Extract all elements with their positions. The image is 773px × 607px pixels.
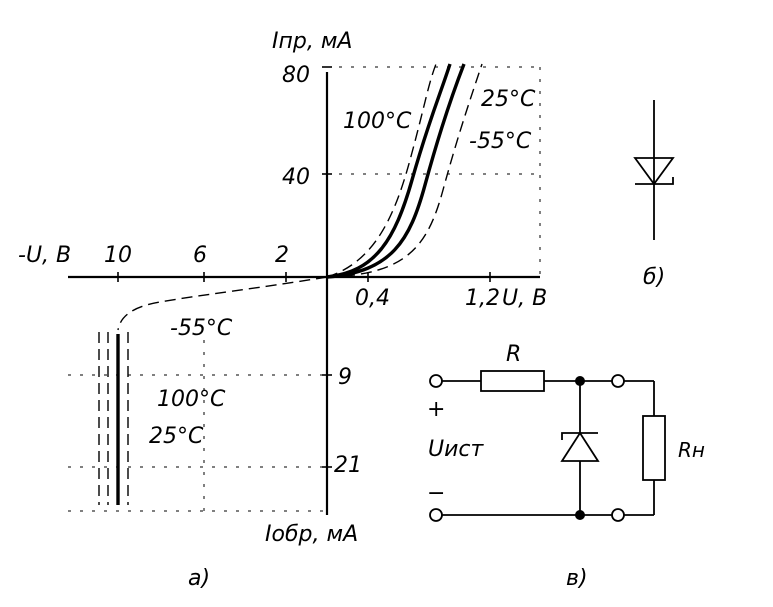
stabilizer-circuit: R Rн Uист + − в) <box>427 342 705 591</box>
resistor-r <box>480 370 545 392</box>
label-minus: − <box>427 481 445 506</box>
output-terminal-top <box>611 374 625 388</box>
iv-characteristic: Iпр, мА Iобр, мА -U, B U, B 80 40 9 21 1… <box>18 29 547 591</box>
caption-b: б) <box>643 265 665 290</box>
curve-forward-minus55c <box>326 63 483 278</box>
curve-forward-100c <box>326 63 437 278</box>
curve-reverse-leakage <box>117 276 328 331</box>
label-reverse-25c: 25°C <box>149 424 204 449</box>
output-terminal-bottom <box>611 508 625 522</box>
tick-label-1-2: 1,2 <box>465 286 500 311</box>
resistor-load <box>642 415 666 481</box>
x-right-label: U, B <box>502 286 547 311</box>
zener-symbol: б) <box>633 100 675 290</box>
curve-forward-25c <box>326 63 452 279</box>
tick-label-10: 10 <box>104 243 132 268</box>
tick-label-6: 6 <box>193 243 207 268</box>
zener-triangle <box>560 431 600 462</box>
zener-bar <box>561 432 598 440</box>
label-source: Uист <box>428 437 484 462</box>
symbol-triangle <box>633 157 675 186</box>
label-r: R <box>506 342 521 367</box>
input-terminal-top <box>429 374 443 388</box>
x-left-label: -U, B <box>18 243 71 268</box>
tick-label-40: 40 <box>282 165 310 190</box>
caption-c: в) <box>566 566 588 591</box>
caption-a: а) <box>188 566 210 591</box>
label-forward-minus55c: -55°C <box>469 129 532 154</box>
label-plus: + <box>427 397 445 422</box>
input-terminal-bottom <box>429 508 443 522</box>
tick-label-21: 21 <box>334 453 362 478</box>
tick-label-2: 2 <box>275 243 289 268</box>
tick-label-9: 9 <box>338 365 352 390</box>
label-forward-100c: 100°C <box>343 109 412 134</box>
label-reverse-100c: 100°C <box>157 387 226 412</box>
tick-label-80: 80 <box>282 63 310 88</box>
tick-label-0-4: 0,4 <box>355 286 390 311</box>
label-forward-25c: 25°C <box>481 87 536 112</box>
label-load: Rн <box>678 438 705 462</box>
curve-forward-25c-b <box>326 63 466 279</box>
y-top-label: Iпр, мА <box>272 29 352 54</box>
symbol-bar <box>635 177 674 185</box>
label-reverse-minus55c: -55°C <box>170 316 233 341</box>
y-bottom-label: Iобр, мА <box>265 522 358 547</box>
